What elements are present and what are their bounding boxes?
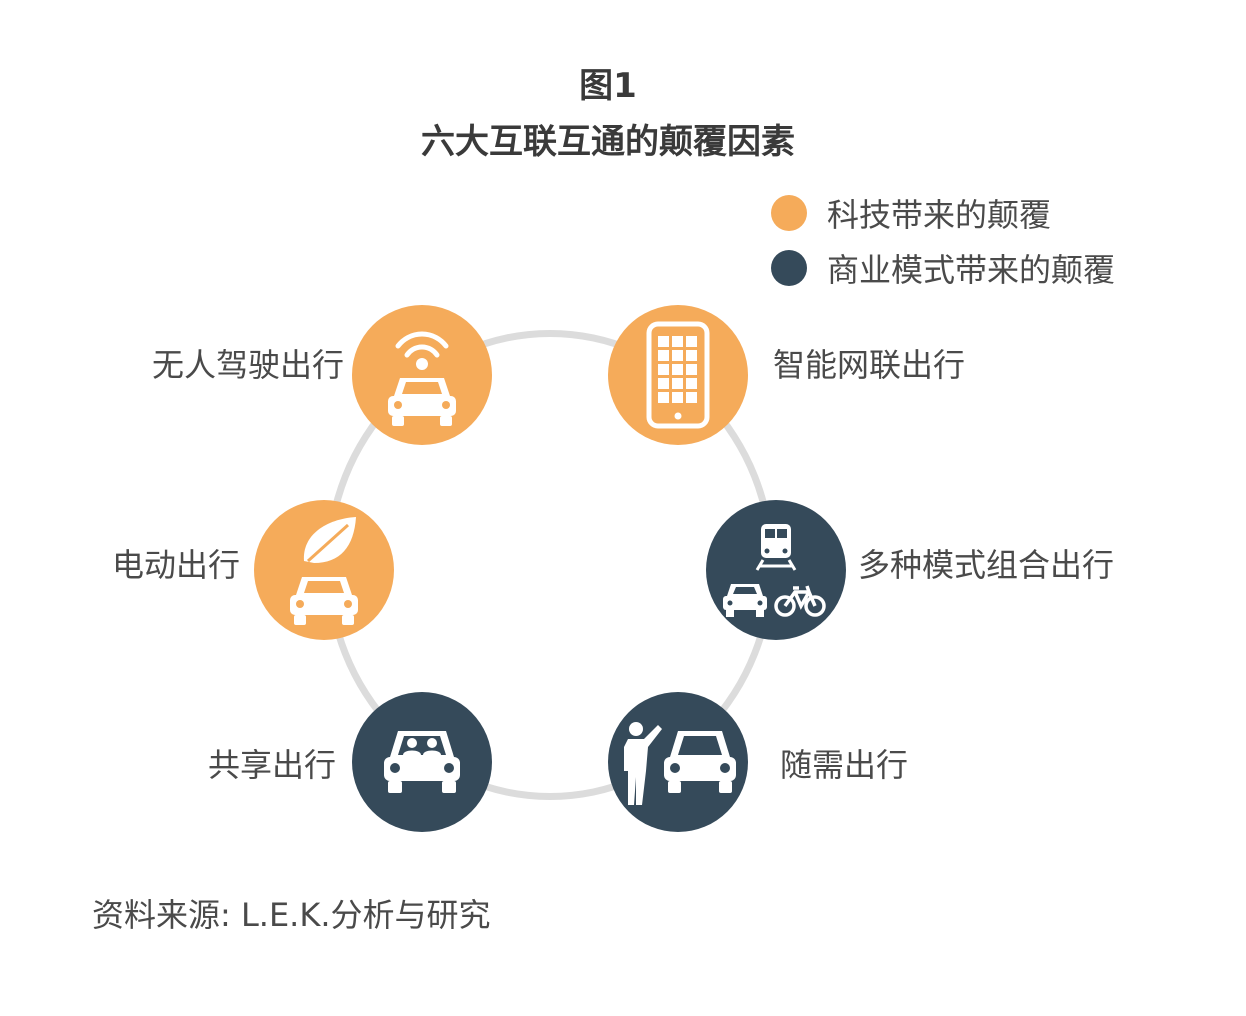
shared-car-icon [384,731,460,793]
node-electric [254,500,394,640]
node-label-shared: 共享出行 [208,746,337,784]
node-label-autonomous-driving: 无人驾驶出行 [152,346,345,384]
node-shared [352,692,492,832]
node-multimodal [706,500,846,640]
electric-car-icon [290,517,358,625]
source-note: 资料来源: L.E.K.分析与研究 [92,896,491,934]
node-on-demand [608,692,748,832]
multimodal-icon [723,524,826,617]
node-label-on-demand: 随需出行 [780,746,909,784]
on-demand-icon [624,722,736,805]
legend-item-business: 商业模式带来的颠覆 [771,248,1116,289]
node-label-electric: 电动出行 [112,546,241,584]
legend-label-tech: 科技带来的颠覆 [827,196,1052,234]
node-autonomous-driving [352,305,492,445]
figure-title: 六大互联互通的颠覆因素 [421,122,795,162]
node-label-multimodal: 多种模式组合出行 [858,546,1115,584]
figure-label: 图1 [579,66,637,106]
legend-dot-business [771,250,807,286]
smartphone-icon [646,321,710,429]
legend-label-business: 商业模式带来的颠覆 [827,251,1116,289]
legend-dot-tech [771,195,807,231]
node-label-smart-connected: 智能网联出行 [773,346,966,384]
legend-item-tech: 科技带来的颠覆 [771,193,1052,234]
autonomous-car-icon [388,331,456,426]
node-smart-connected [608,305,748,445]
